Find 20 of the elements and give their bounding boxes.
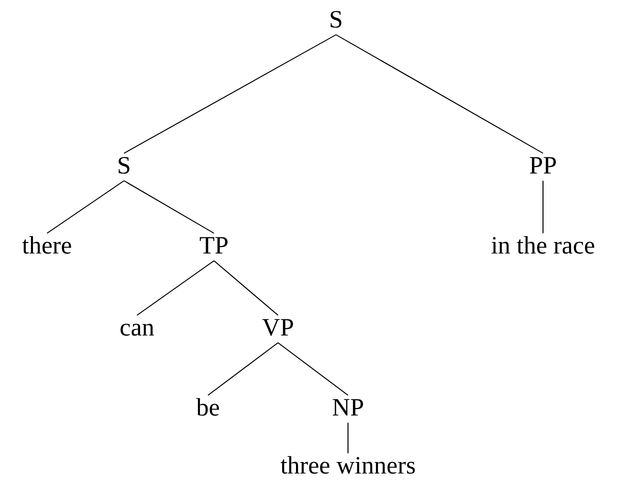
tree-branch — [208, 342, 278, 396]
tree-label: NP — [332, 394, 364, 422]
tree-branch — [542, 180, 544, 234]
tree-label: VP — [262, 314, 294, 342]
tree-branch — [124, 180, 214, 234]
tree-label: S — [117, 152, 131, 180]
tree-label: be — [196, 394, 220, 422]
tree-label: three winners — [280, 452, 416, 480]
tree-branch — [124, 34, 336, 154]
tree-label: in the race — [490, 232, 596, 260]
tree-branch — [336, 34, 544, 154]
tree-label: PP — [529, 152, 557, 180]
tree-branch — [214, 260, 278, 316]
tree-label: S — [329, 6, 343, 34]
tree-label: TP — [199, 232, 229, 260]
tree-label: can — [120, 314, 154, 342]
tree-branch — [136, 260, 214, 316]
tree-branch — [46, 180, 124, 234]
tree-label: there — [22, 232, 72, 260]
tree-branch — [278, 342, 348, 396]
